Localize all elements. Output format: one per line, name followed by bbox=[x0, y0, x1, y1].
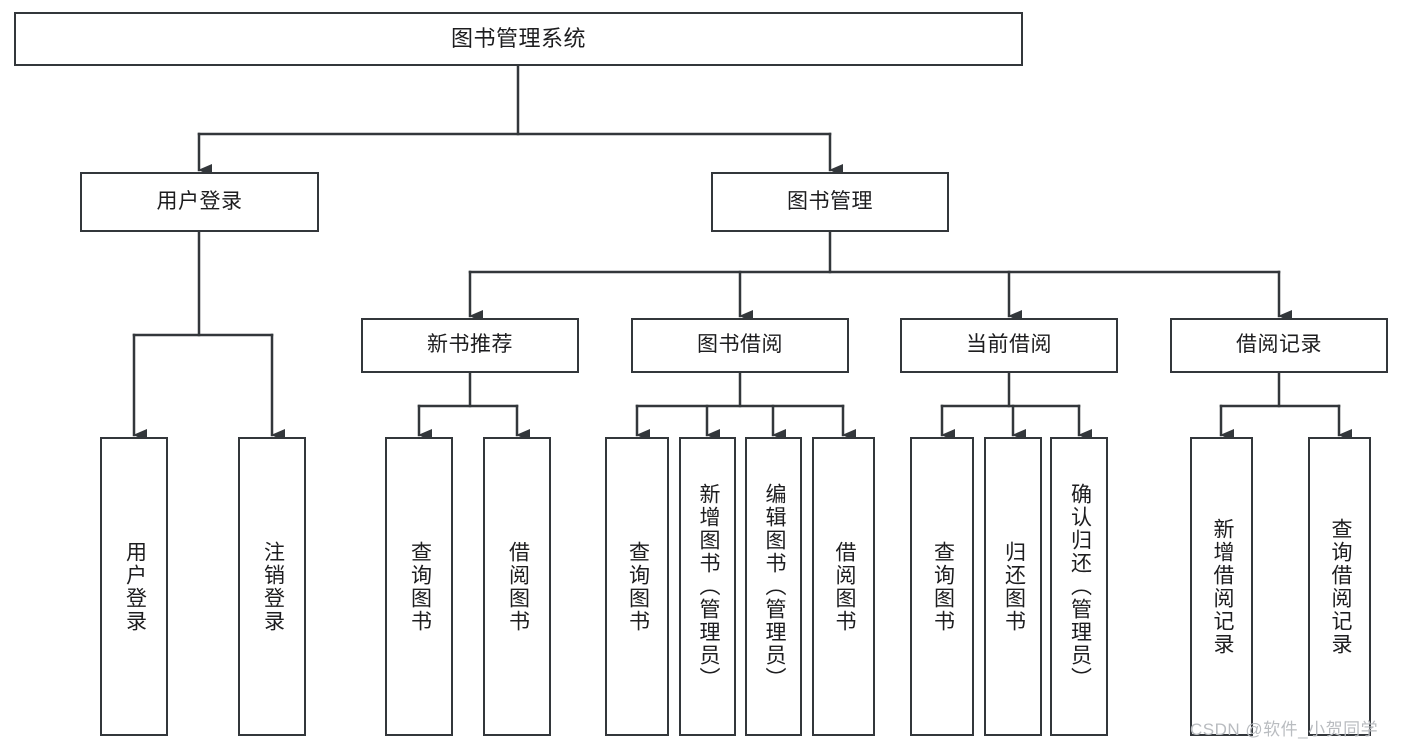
node-leaf[interactable]: 查询图书 bbox=[385, 437, 453, 736]
node-leaf[interactable]: 借阅图书 bbox=[812, 437, 875, 736]
node-level2[interactable]: 当前借阅 bbox=[900, 318, 1118, 373]
node-label: 归还图书 bbox=[1002, 540, 1026, 633]
node-leaf[interactable]: 查询借阅记录 bbox=[1308, 437, 1371, 736]
node-label: 图书借阅 bbox=[697, 333, 783, 357]
node-leaf[interactable]: 借阅图书 bbox=[483, 437, 551, 736]
node-leaf[interactable]: 确认归还（管理员） bbox=[1050, 437, 1108, 736]
node-label: 图书管理 bbox=[787, 189, 873, 213]
node-level2[interactable]: 新书推荐 bbox=[361, 318, 579, 373]
node-level2[interactable]: 图书借阅 bbox=[631, 318, 849, 373]
node-root[interactable]: 图书管理系统 bbox=[14, 12, 1023, 66]
node-label: 借阅图书 bbox=[506, 540, 530, 633]
node-leaf[interactable]: 查询图书 bbox=[605, 437, 669, 736]
node-leaf[interactable]: 用户登录 bbox=[100, 437, 168, 736]
node-level1[interactable]: 图书管理 bbox=[711, 172, 949, 232]
node-leaf[interactable]: 编辑图书（管理员） bbox=[745, 437, 802, 736]
node-level1[interactable]: 用户登录 bbox=[80, 172, 319, 232]
node-leaf[interactable]: 查询图书 bbox=[910, 437, 974, 736]
node-label: 查询借阅记录 bbox=[1328, 517, 1352, 656]
node-leaf[interactable]: 注销登录 bbox=[238, 437, 306, 736]
node-label: 确认归还（管理员） bbox=[1068, 483, 1092, 690]
node-label: 用户登录 bbox=[156, 189, 243, 213]
node-label: 借阅图书 bbox=[832, 540, 856, 633]
node-label: 用户登录 bbox=[123, 540, 147, 633]
node-label: 新增图书（管理员） bbox=[696, 483, 720, 690]
node-label: 借阅记录 bbox=[1236, 333, 1322, 357]
node-label: 新书推荐 bbox=[427, 333, 513, 357]
node-label: 查询图书 bbox=[931, 540, 955, 633]
node-level2[interactable]: 借阅记录 bbox=[1170, 318, 1388, 373]
node-label: 当前借阅 bbox=[966, 333, 1052, 357]
node-leaf[interactable]: 归还图书 bbox=[984, 437, 1042, 736]
node-leaf[interactable]: 新增图书（管理员） bbox=[679, 437, 736, 736]
watermark: CSDN @软件_小贺同学 bbox=[1190, 720, 1379, 739]
node-label: 注销登录 bbox=[261, 540, 285, 633]
node-leaf[interactable]: 新增借阅记录 bbox=[1190, 437, 1253, 736]
node-label: 查询图书 bbox=[408, 540, 432, 633]
node-label: 图书管理系统 bbox=[450, 26, 586, 52]
node-label: 查询图书 bbox=[626, 540, 650, 633]
node-label: 编辑图书（管理员） bbox=[762, 483, 786, 690]
node-label: 新增借阅记录 bbox=[1210, 517, 1234, 656]
